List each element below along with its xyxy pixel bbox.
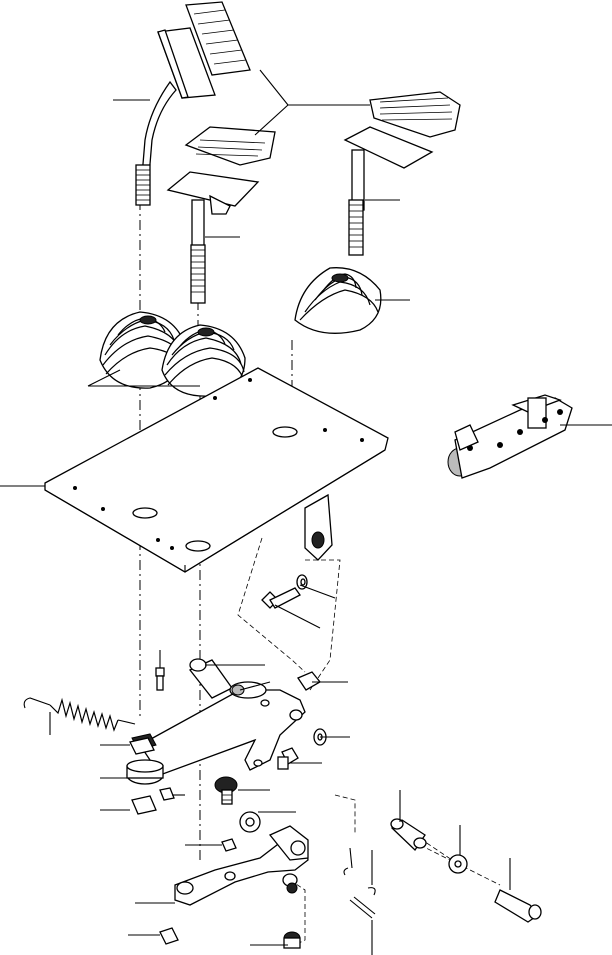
adjusting-knob bbox=[214, 776, 238, 805]
master-cylinder bbox=[447, 394, 573, 479]
shoulder-bolt bbox=[494, 889, 542, 923]
threaded-rod-left bbox=[135, 164, 151, 206]
leader-lines bbox=[0, 69, 612, 955]
lower-lever bbox=[174, 825, 309, 906]
nut-bottom-left bbox=[159, 927, 179, 945]
return-spring bbox=[23, 697, 136, 732]
bolt-small-right bbox=[277, 747, 299, 770]
left-pedal bbox=[135, 27, 216, 206]
pin-and-clips bbox=[343, 867, 376, 919]
small-nut-center bbox=[221, 838, 237, 852]
pedal-pad-top bbox=[185, 1, 251, 76]
pedal-pad-right bbox=[369, 91, 461, 138]
washer-center bbox=[239, 811, 261, 833]
middle-pedal bbox=[166, 171, 260, 304]
floor-plate bbox=[44, 367, 389, 573]
pedal-pad-middle bbox=[184, 126, 276, 166]
bolt-and-washer-plate bbox=[261, 574, 308, 609]
right-pedal bbox=[343, 126, 434, 256]
washer-right bbox=[448, 854, 468, 874]
bushing-bottom bbox=[283, 931, 301, 949]
rubber-boot-center bbox=[161, 324, 246, 397]
nut-upper-right bbox=[297, 671, 321, 691]
bolt-vertical-left bbox=[155, 667, 165, 691]
bushing-sleeve bbox=[390, 818, 427, 852]
nuts-left-stack bbox=[126, 733, 175, 815]
rubber-boot-right bbox=[294, 267, 382, 334]
